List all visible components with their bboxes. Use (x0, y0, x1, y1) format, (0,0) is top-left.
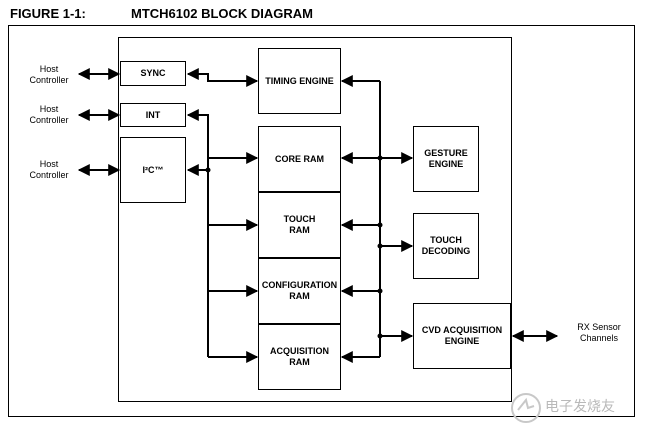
chip-boundary (118, 37, 512, 402)
int-bus-link (186, 109, 209, 170)
figure-frame (8, 25, 635, 417)
sync-block: SYNC (120, 61, 186, 86)
touch-decoding-block: TOUCH DECODING (413, 213, 479, 279)
sync-timing-link (186, 68, 259, 87)
junction-dot (377, 243, 383, 249)
host-controller-int-label: Host Controller (29, 104, 69, 125)
timing-engine-block: TIMING ENGINE (258, 48, 341, 114)
junction-dot (205, 167, 211, 173)
host-controller-sync-label: Host Controller (29, 64, 69, 85)
watermark-text: 电子发烧友 (545, 399, 615, 415)
core-ram-block: CORE RAM (258, 126, 341, 192)
figure-number: FIGURE 1-1: (10, 6, 86, 21)
junction-dot (377, 222, 383, 228)
configuration-ram-block: CONFIGURATION RAM (258, 258, 341, 324)
gesture-engine-block: GESTURE ENGINE (413, 126, 479, 192)
junction-dot (377, 333, 383, 339)
junction-dot (377, 288, 383, 294)
touch-ram-block: TOUCH RAM (258, 192, 341, 258)
junction-dot (377, 155, 383, 161)
acquisition-ram-block: ACQUISITION RAM (258, 324, 341, 390)
cvd-acquisition-engine-block: CVD ACQUISITION ENGINE (413, 303, 511, 369)
watermark-logo-icon (511, 393, 541, 423)
figure-title: MTCH6102 BLOCK DIAGRAM (131, 6, 314, 21)
rx-sensor-channels-label: RX Sensor Channels (577, 322, 621, 343)
host-controller-i2c-label: Host Controller (29, 159, 69, 180)
i2c-block: I²C™ (120, 137, 186, 203)
int-block: INT (120, 103, 186, 127)
